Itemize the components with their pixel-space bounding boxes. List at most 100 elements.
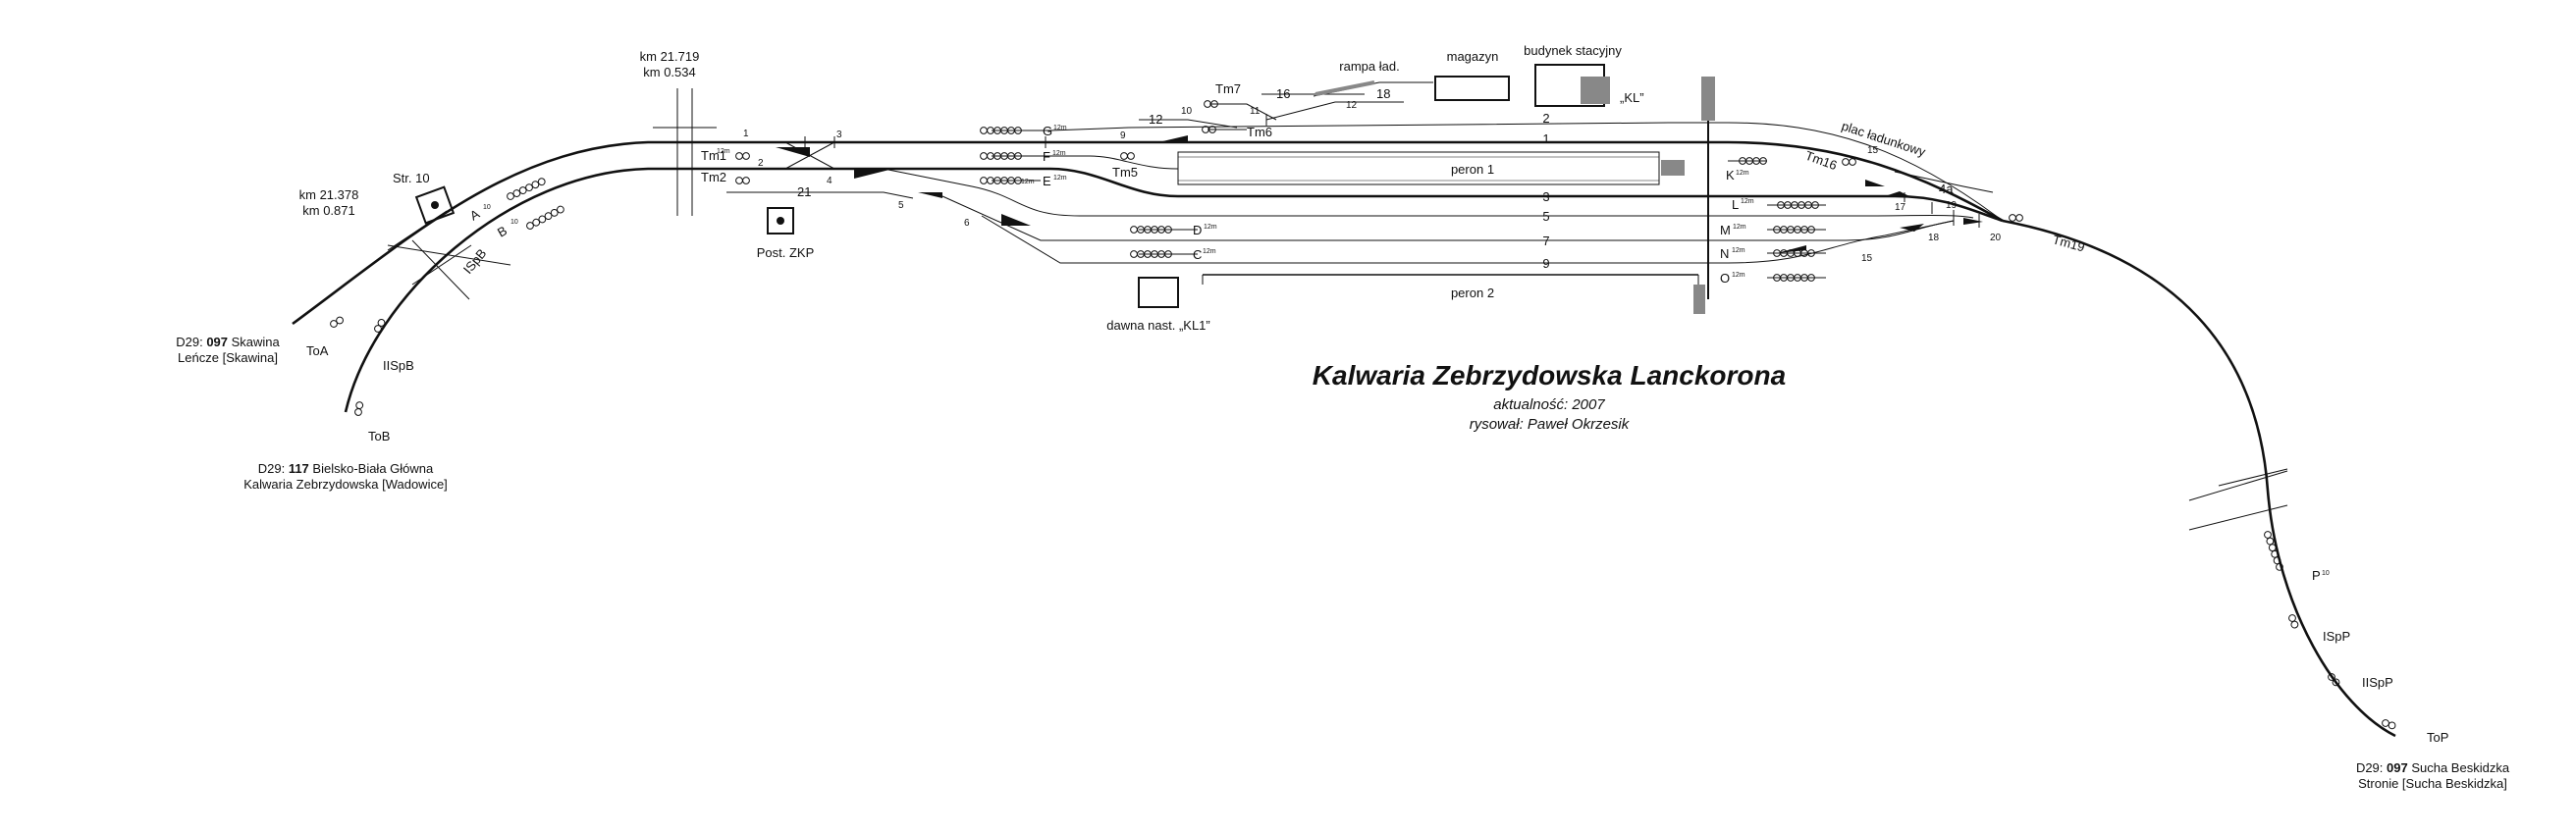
km-left-label-2: km 0.871 <box>302 203 354 218</box>
right-throat-main <box>1727 140 2004 223</box>
track-label: 16 <box>1276 86 1290 101</box>
km-top-label-1: km 21.719 <box>640 49 700 64</box>
signal-index: 12m <box>717 148 730 155</box>
destination-line-1: D29: 097 Sucha Beskidzka <box>2356 760 2510 775</box>
signal-label-f: F <box>1043 149 1050 164</box>
signal-label-tm7: Tm7 <box>1215 81 1241 96</box>
track-12 <box>1139 119 1238 129</box>
signal-index: 12m <box>1736 170 1749 177</box>
track-18 <box>1265 101 1404 121</box>
line-097-skawina-track <box>292 140 776 326</box>
km-markers <box>387 88 2288 531</box>
signal-index-labels: 10 12m 12m 12m 12m 12m 12m 10 12m 12m 12… <box>483 125 2330 577</box>
crossover <box>784 141 835 170</box>
switch-label: 10 <box>1181 106 1193 117</box>
track-label: 21 <box>797 184 811 199</box>
switch-label: 15 <box>1867 145 1879 156</box>
building-kl1 <box>1138 277 1179 308</box>
km-left-label-1: km 21.378 <box>299 187 359 202</box>
destination-left-top: D29: 097 Skawina Leńcze [Skawina] <box>176 335 280 365</box>
right-throat-track-5 <box>1728 215 1974 219</box>
title-block: Kalwaria Zebrzydowska Lanckorona aktualn… <box>1313 360 1786 433</box>
km-labels: km 21.719 km 0.534 km 21.378 km 0.871 <box>299 49 700 218</box>
signal-label-tm5: Tm5 <box>1112 165 1138 180</box>
track-label: 9 <box>1542 256 1549 271</box>
signal-label-g: G <box>1043 124 1052 138</box>
signal-index: 12m <box>1203 248 1216 255</box>
track-label: 7 <box>1542 234 1549 248</box>
track-label: 5 <box>1542 209 1549 224</box>
signal-label-ispp: ISpP <box>2323 629 2350 644</box>
signal-label-top: ToP <box>2427 730 2448 745</box>
switch-label: 17 <box>1895 202 1906 213</box>
switch-label: 19 <box>1946 200 1958 211</box>
building-post-zkp <box>767 207 794 235</box>
plac-label: plac ładunkowy <box>1840 119 1928 160</box>
str10-label: Str. 10 <box>393 171 430 185</box>
track-21-and-3 <box>776 167 1728 198</box>
signal-index: 12m <box>1732 247 1745 254</box>
switch-label: 2 <box>758 158 764 169</box>
signal-index: 12m <box>1052 150 1066 157</box>
signal-label-b: B <box>495 223 510 239</box>
signal-index: 12m <box>1732 272 1745 279</box>
right-throat-track-3 <box>1728 194 2004 223</box>
signal-index: 12m <box>1741 198 1754 205</box>
signal-label-d: D <box>1193 223 1202 237</box>
km-top-label-2: km 0.534 <box>643 65 695 79</box>
author-label: rysował: Paweł Okrzesik <box>1470 416 1631 433</box>
destination-line-2: Kalwaria Zebrzydowska [Wadowice] <box>243 477 448 492</box>
track-number-labels: 2 1 3 5 7 9 12 16 18 21 4a <box>797 86 1954 271</box>
switch-label: 18 <box>1928 233 1940 243</box>
signal-label-m: M <box>1720 223 1731 237</box>
signal-index: 12m <box>1053 175 1067 182</box>
track-signal-labels: Tm1 Tm2 Tm5 Tm6 Tm7 Tm16 Tm19 ToA ToB To… <box>306 81 2448 745</box>
switch-number-labels: 1 2 3 4 5 6 9 10 11 12 15 15 17 18 19 20 <box>743 100 2002 264</box>
budynek-label: budynek stacyjny <box>1524 43 1622 58</box>
platform-passage <box>1701 77 1715 121</box>
signal-label-o: O <box>1720 271 1730 286</box>
track-label: 2 <box>1542 111 1549 126</box>
switch-label: 6 <box>964 218 970 229</box>
switch-label: 20 <box>1990 233 2002 243</box>
switch-label: 4 <box>827 176 832 186</box>
right-throat-track-2 <box>1727 122 2004 222</box>
track-7 <box>941 195 1728 241</box>
signal-label-k: K <box>1726 168 1735 182</box>
track-5 <box>883 168 1728 217</box>
switch-label: 3 <box>836 130 842 140</box>
track-label: 4a <box>1939 182 1954 196</box>
signal-label-tob: ToB <box>368 429 390 443</box>
track-9 <box>981 215 1728 264</box>
signal-label-l: L <box>1732 197 1739 212</box>
destination-line-2: Leńcze [Skawina] <box>178 350 278 365</box>
signal-index: 10 <box>483 204 491 211</box>
signal-index: 10 <box>510 219 518 226</box>
switch-label: 5 <box>898 200 904 211</box>
track-joints <box>804 114 1980 228</box>
destination-line-2: Stronie [Sucha Beskidzka] <box>2358 776 2507 791</box>
destination-left-bottom: D29: 117 Bielsko-Biała Główna Kalwaria Z… <box>243 461 448 492</box>
tracks <box>292 93 2396 738</box>
signal-index: 12m <box>1053 125 1067 131</box>
track-label: 12 <box>1149 112 1162 127</box>
signal-label-tm6: Tm6 <box>1247 125 1272 139</box>
signal-label-tm2: Tm2 <box>701 170 726 184</box>
switch-label: 11 <box>1250 106 1261 117</box>
platform-1-stairs <box>1661 160 1685 176</box>
line-117-wadowice-track <box>344 167 776 413</box>
switch-label: 1 <box>743 129 749 139</box>
signal-label-iispb: IISpB <box>383 358 414 373</box>
switch-label: 9 <box>1120 130 1126 141</box>
track-label: 3 <box>1542 189 1549 204</box>
signal-index: 12m <box>1021 179 1035 185</box>
signal-label-e: E <box>1043 174 1051 188</box>
track-f-stub <box>992 155 1179 170</box>
line-097-sucha-track <box>2002 219 2396 738</box>
updated-label: aktualność: 2007 <box>1493 396 1605 413</box>
track-4a <box>1894 171 1994 193</box>
signal-label-a: A <box>467 206 482 223</box>
right-throat-track-7 <box>1728 220 1955 241</box>
destination-line-1: D29: 097 Skawina <box>176 335 280 349</box>
